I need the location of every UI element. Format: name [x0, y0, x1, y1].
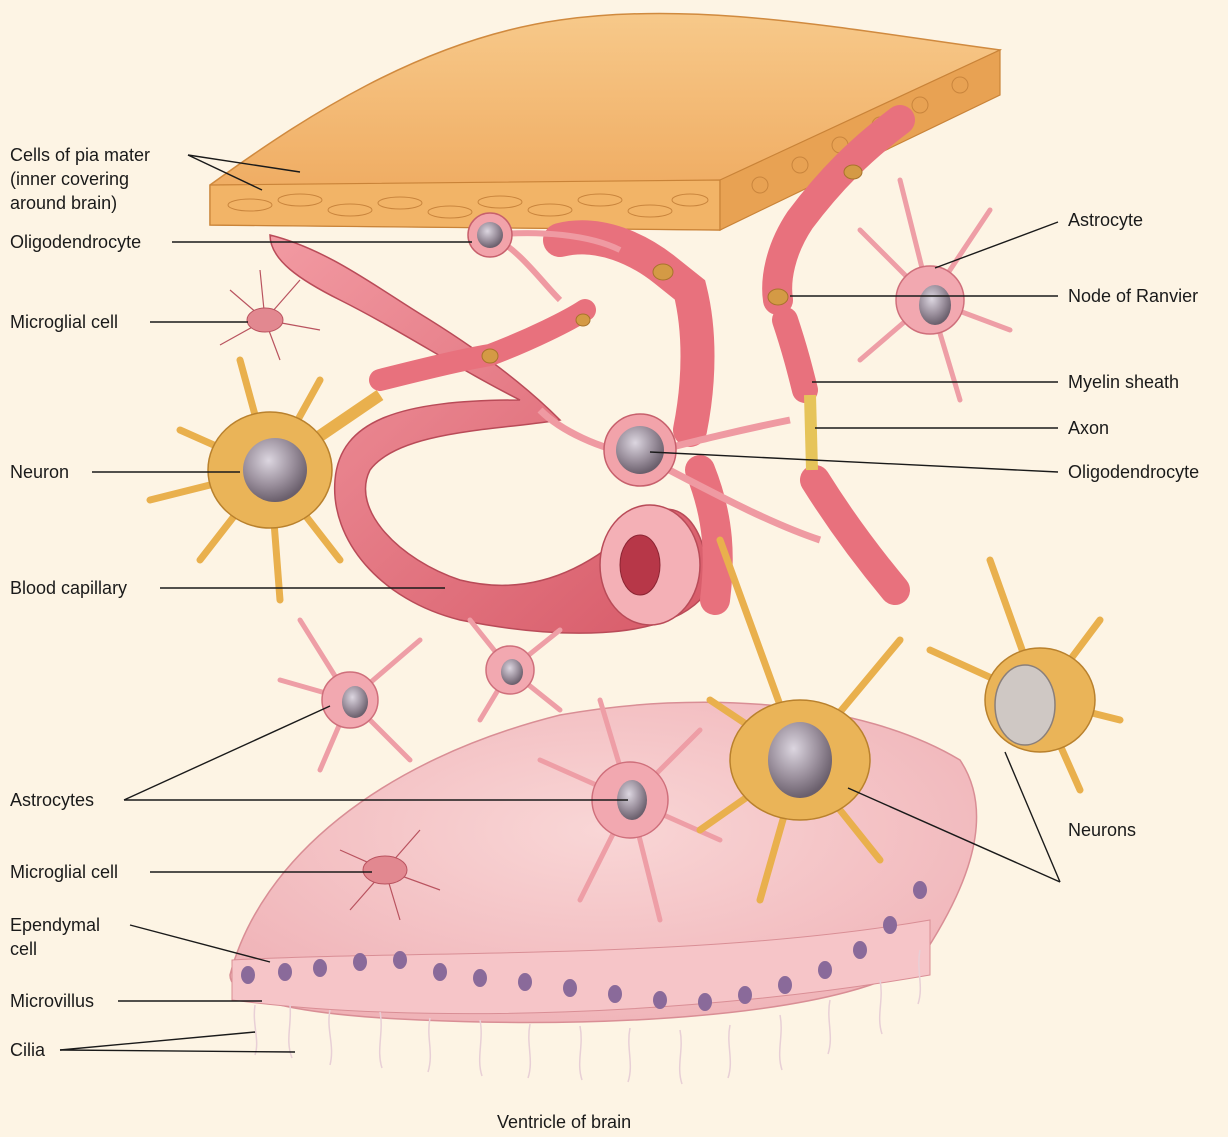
label-pia-mater: Cells of pia mater (inner covering aroun…: [10, 143, 150, 215]
label-blood-capillary: Blood capillary: [10, 576, 127, 600]
label-microvillus: Microvillus: [10, 989, 94, 1013]
label-axon: Axon: [1068, 416, 1109, 440]
label-astrocytes: Astrocytes: [10, 788, 94, 812]
label-microglial-cell-bottom: Microglial cell: [10, 860, 118, 884]
label-oligodendrocyte-left: Oligodendrocyte: [10, 230, 141, 254]
label-ependymal-cell: Ependymal cell: [10, 913, 100, 961]
label-neuron: Neuron: [10, 460, 69, 484]
label-node-of-ranvier: Node of Ranvier: [1068, 284, 1198, 308]
label-cilia: Cilia: [10, 1038, 45, 1062]
label-ventricle: Ventricle of brain: [497, 1110, 631, 1134]
label-microglial-cell-top: Microglial cell: [10, 310, 118, 334]
label-astrocyte-right: Astrocyte: [1068, 208, 1143, 232]
label-oligodendrocyte-right: Oligodendrocyte: [1068, 460, 1199, 484]
label-myelin-sheath: Myelin sheath: [1068, 370, 1179, 394]
label-neurons: Neurons: [1068, 818, 1136, 842]
